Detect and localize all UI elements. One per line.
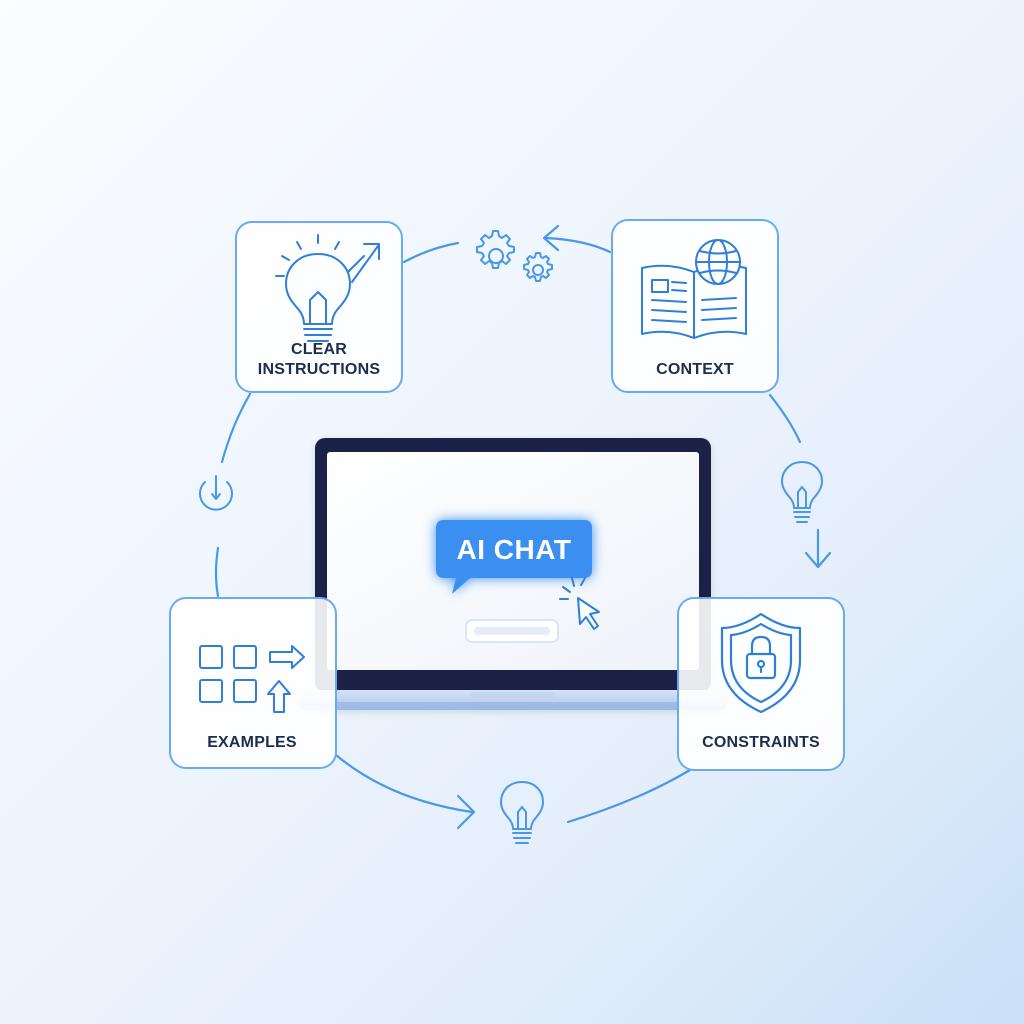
connector-top-left	[402, 241, 460, 264]
lightbulb-arrow-icon	[275, 234, 380, 342]
shield-lock-icon	[720, 612, 802, 714]
gears-icon	[476, 230, 553, 282]
book-globe-icon	[641, 239, 747, 339]
arrow-head-top	[542, 224, 560, 252]
node-label-line1: CLEAR	[291, 341, 347, 358]
connector-left-lower	[214, 546, 220, 598]
ai-chat-bubble[interactable]	[436, 520, 592, 594]
laptop-trackpad-notch	[470, 692, 556, 698]
lightbulb-icon	[500, 781, 544, 844]
ai-chat-label: AI CHAT	[457, 534, 572, 565]
cursor-click-icon	[559, 577, 600, 630]
connector-bottom-right	[566, 768, 692, 824]
node-label-line2: INSTRUCTIONS	[258, 361, 381, 378]
cycle-connectors	[214, 224, 832, 830]
node-clear-instructions: CLEAR INSTRUCTIONS	[235, 221, 403, 393]
node-examples: EXAMPLES	[169, 597, 337, 769]
node-context: CONTEXT	[611, 219, 779, 393]
node-box	[169, 597, 337, 769]
node-label: CONTEXT	[656, 361, 734, 378]
arrow-head-bottom	[456, 794, 476, 830]
node-box	[235, 221, 403, 393]
connector-top-right	[544, 236, 612, 254]
connector-bottom-left	[334, 753, 474, 814]
node-label: EXAMPLES	[207, 734, 297, 751]
connector-right-upper	[768, 393, 802, 444]
node-box	[677, 597, 845, 771]
power-icon	[199, 475, 233, 511]
connector-left-upper	[220, 392, 252, 464]
lightbulb-icon	[781, 461, 823, 523]
arrow-head-right	[804, 551, 832, 569]
node-constraints: CONSTRAINTS	[677, 597, 845, 771]
node-label: CONSTRAINTS	[702, 734, 820, 751]
grid-arrows-icon	[199, 645, 305, 713]
